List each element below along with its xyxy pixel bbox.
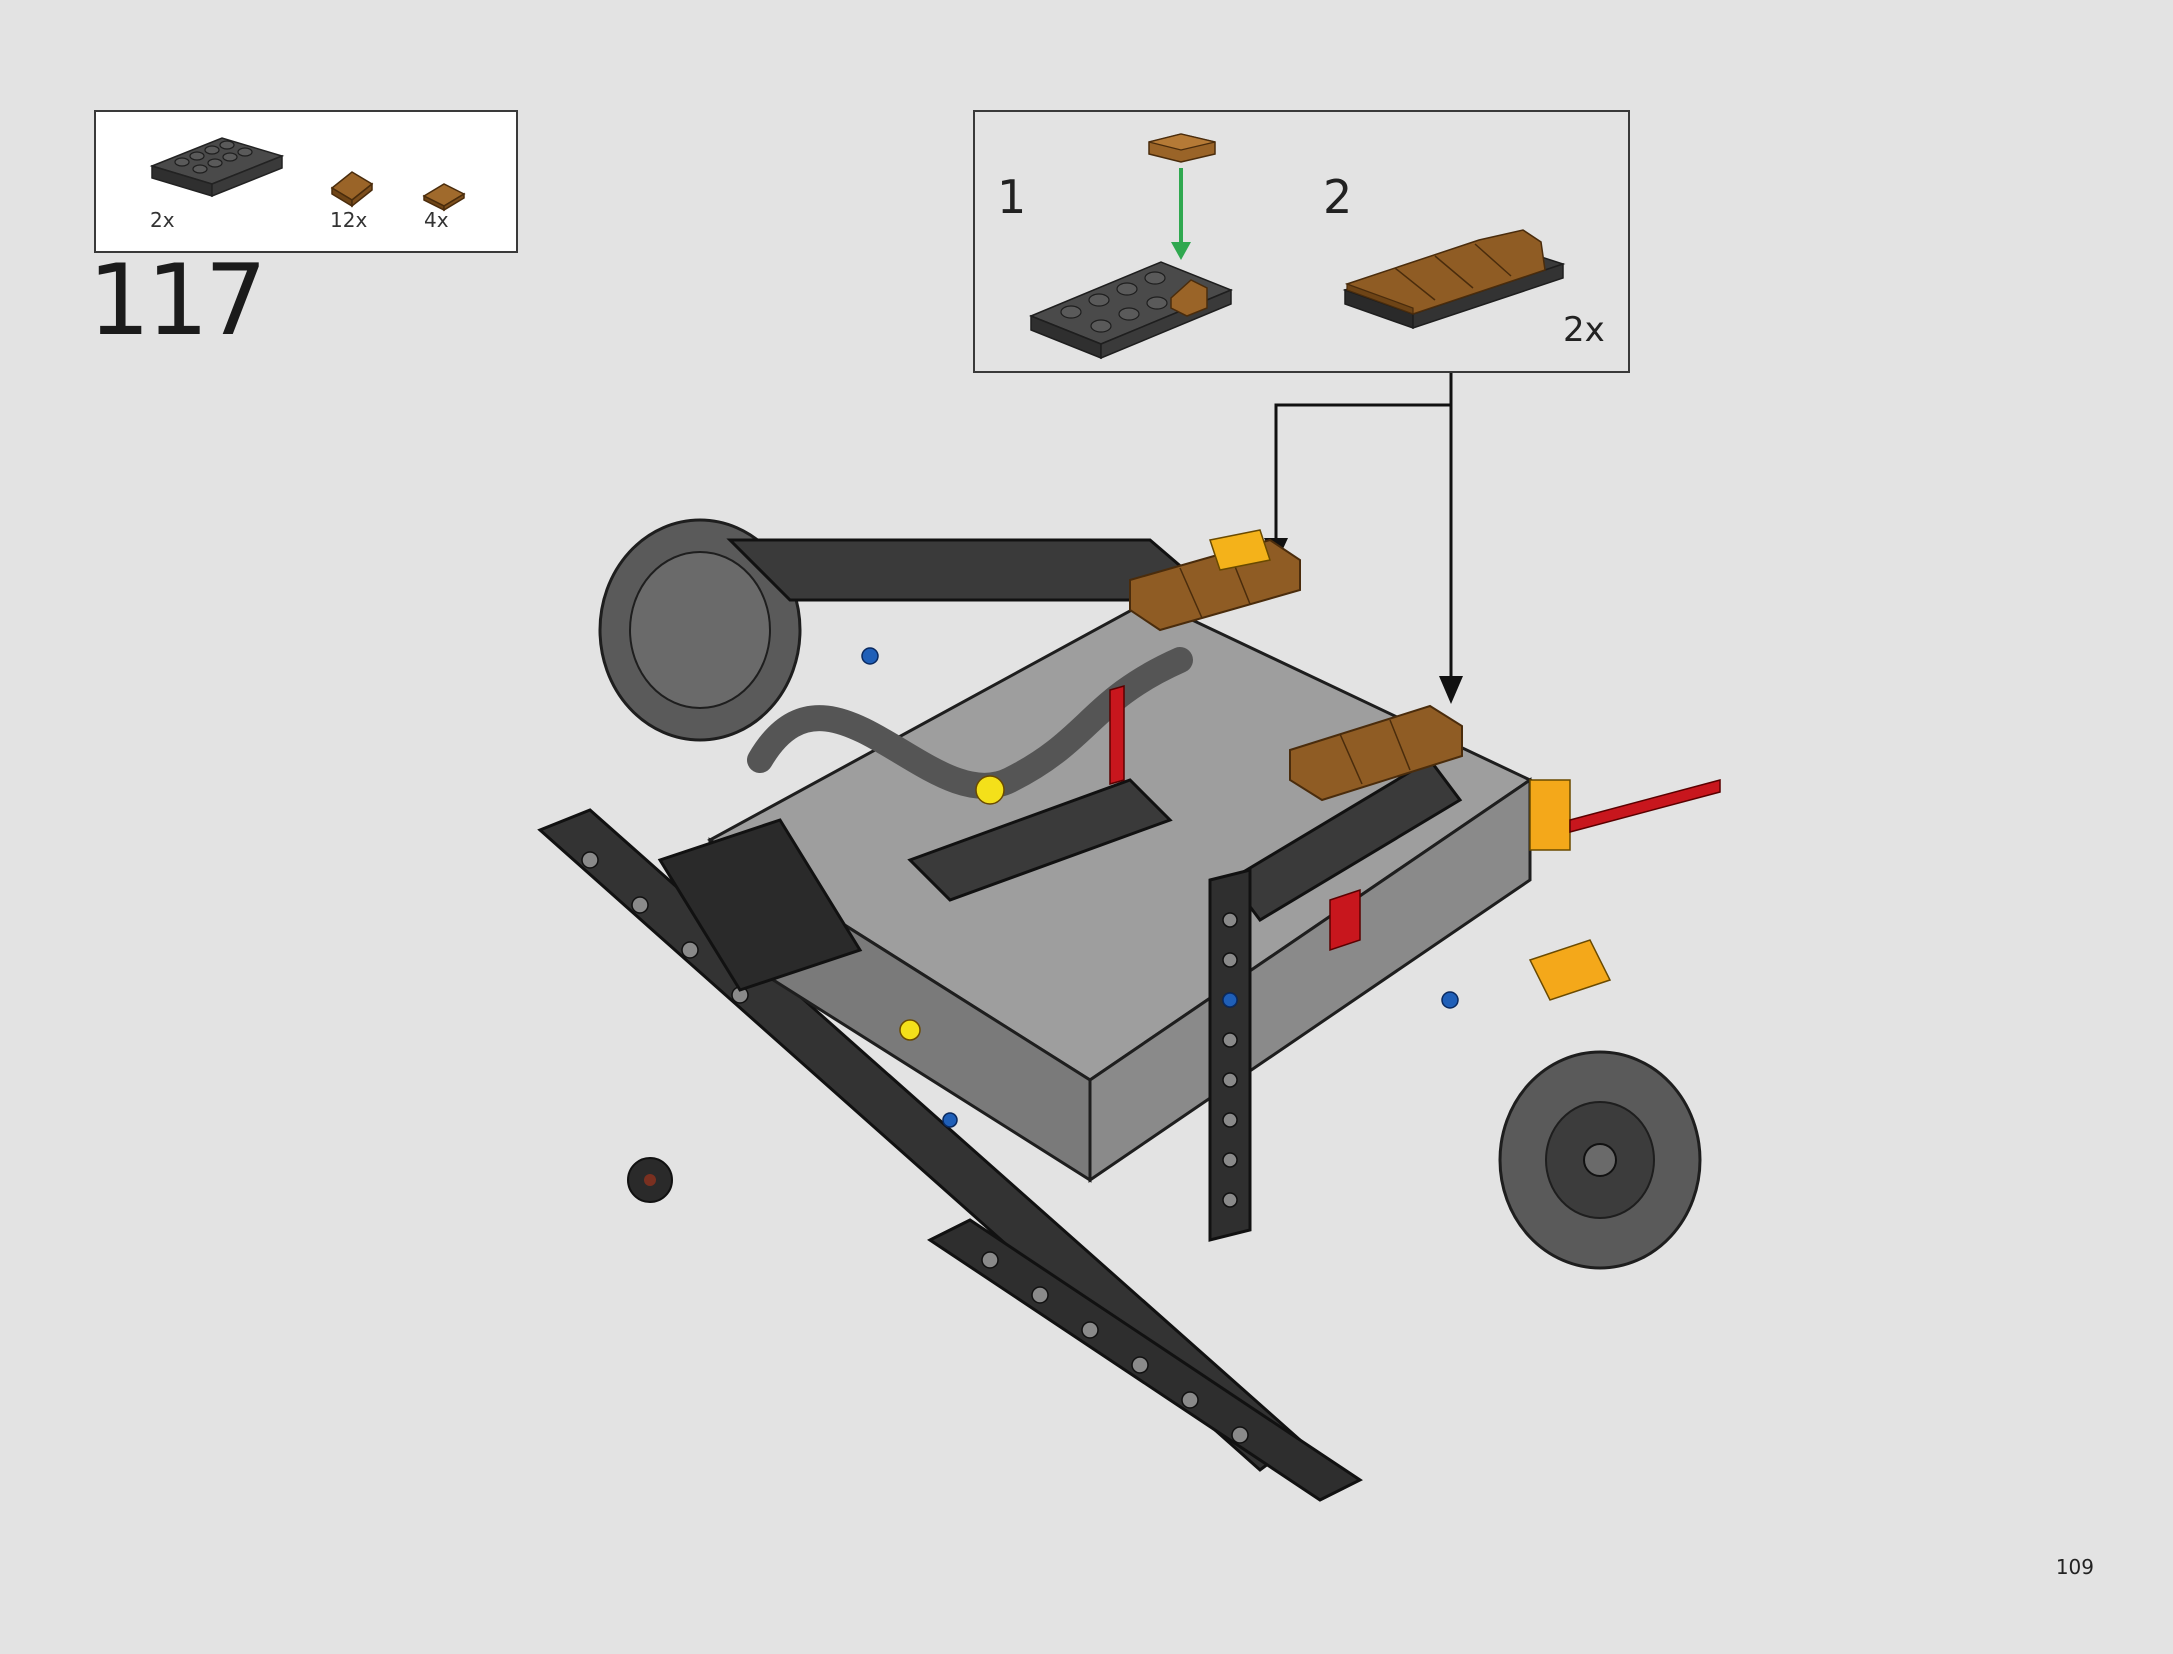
sub-assembly-box: 1 2 2x	[973, 110, 1630, 373]
part-quantity: 2x	[150, 208, 175, 232]
page-number: 109	[2055, 1555, 2094, 1579]
sub-step-1-illustration	[1029, 133, 1233, 360]
sub-assembly-multiplier: 2x	[1563, 310, 1605, 350]
sub-step-label: 1	[997, 170, 1027, 224]
part-quantity: 12x	[330, 208, 368, 232]
sub-step-label: 2	[1323, 170, 1353, 224]
model-assembly-illustration	[537, 518, 1721, 1502]
part-quantity: 4x	[424, 208, 449, 232]
black-plate-icon	[149, 137, 285, 198]
parts-list-box: 2x 12x 4x	[94, 110, 518, 253]
step-number: 117	[88, 244, 267, 358]
brown-round-tile-icon	[422, 183, 466, 212]
brown-curved-slope-icon	[330, 171, 374, 208]
sub-step-2-illustration	[1342, 229, 1566, 330]
brown-assembly-right	[1289, 704, 1463, 802]
brake-disc-left	[598, 518, 802, 742]
brake-disc-right	[1498, 1050, 1702, 1270]
